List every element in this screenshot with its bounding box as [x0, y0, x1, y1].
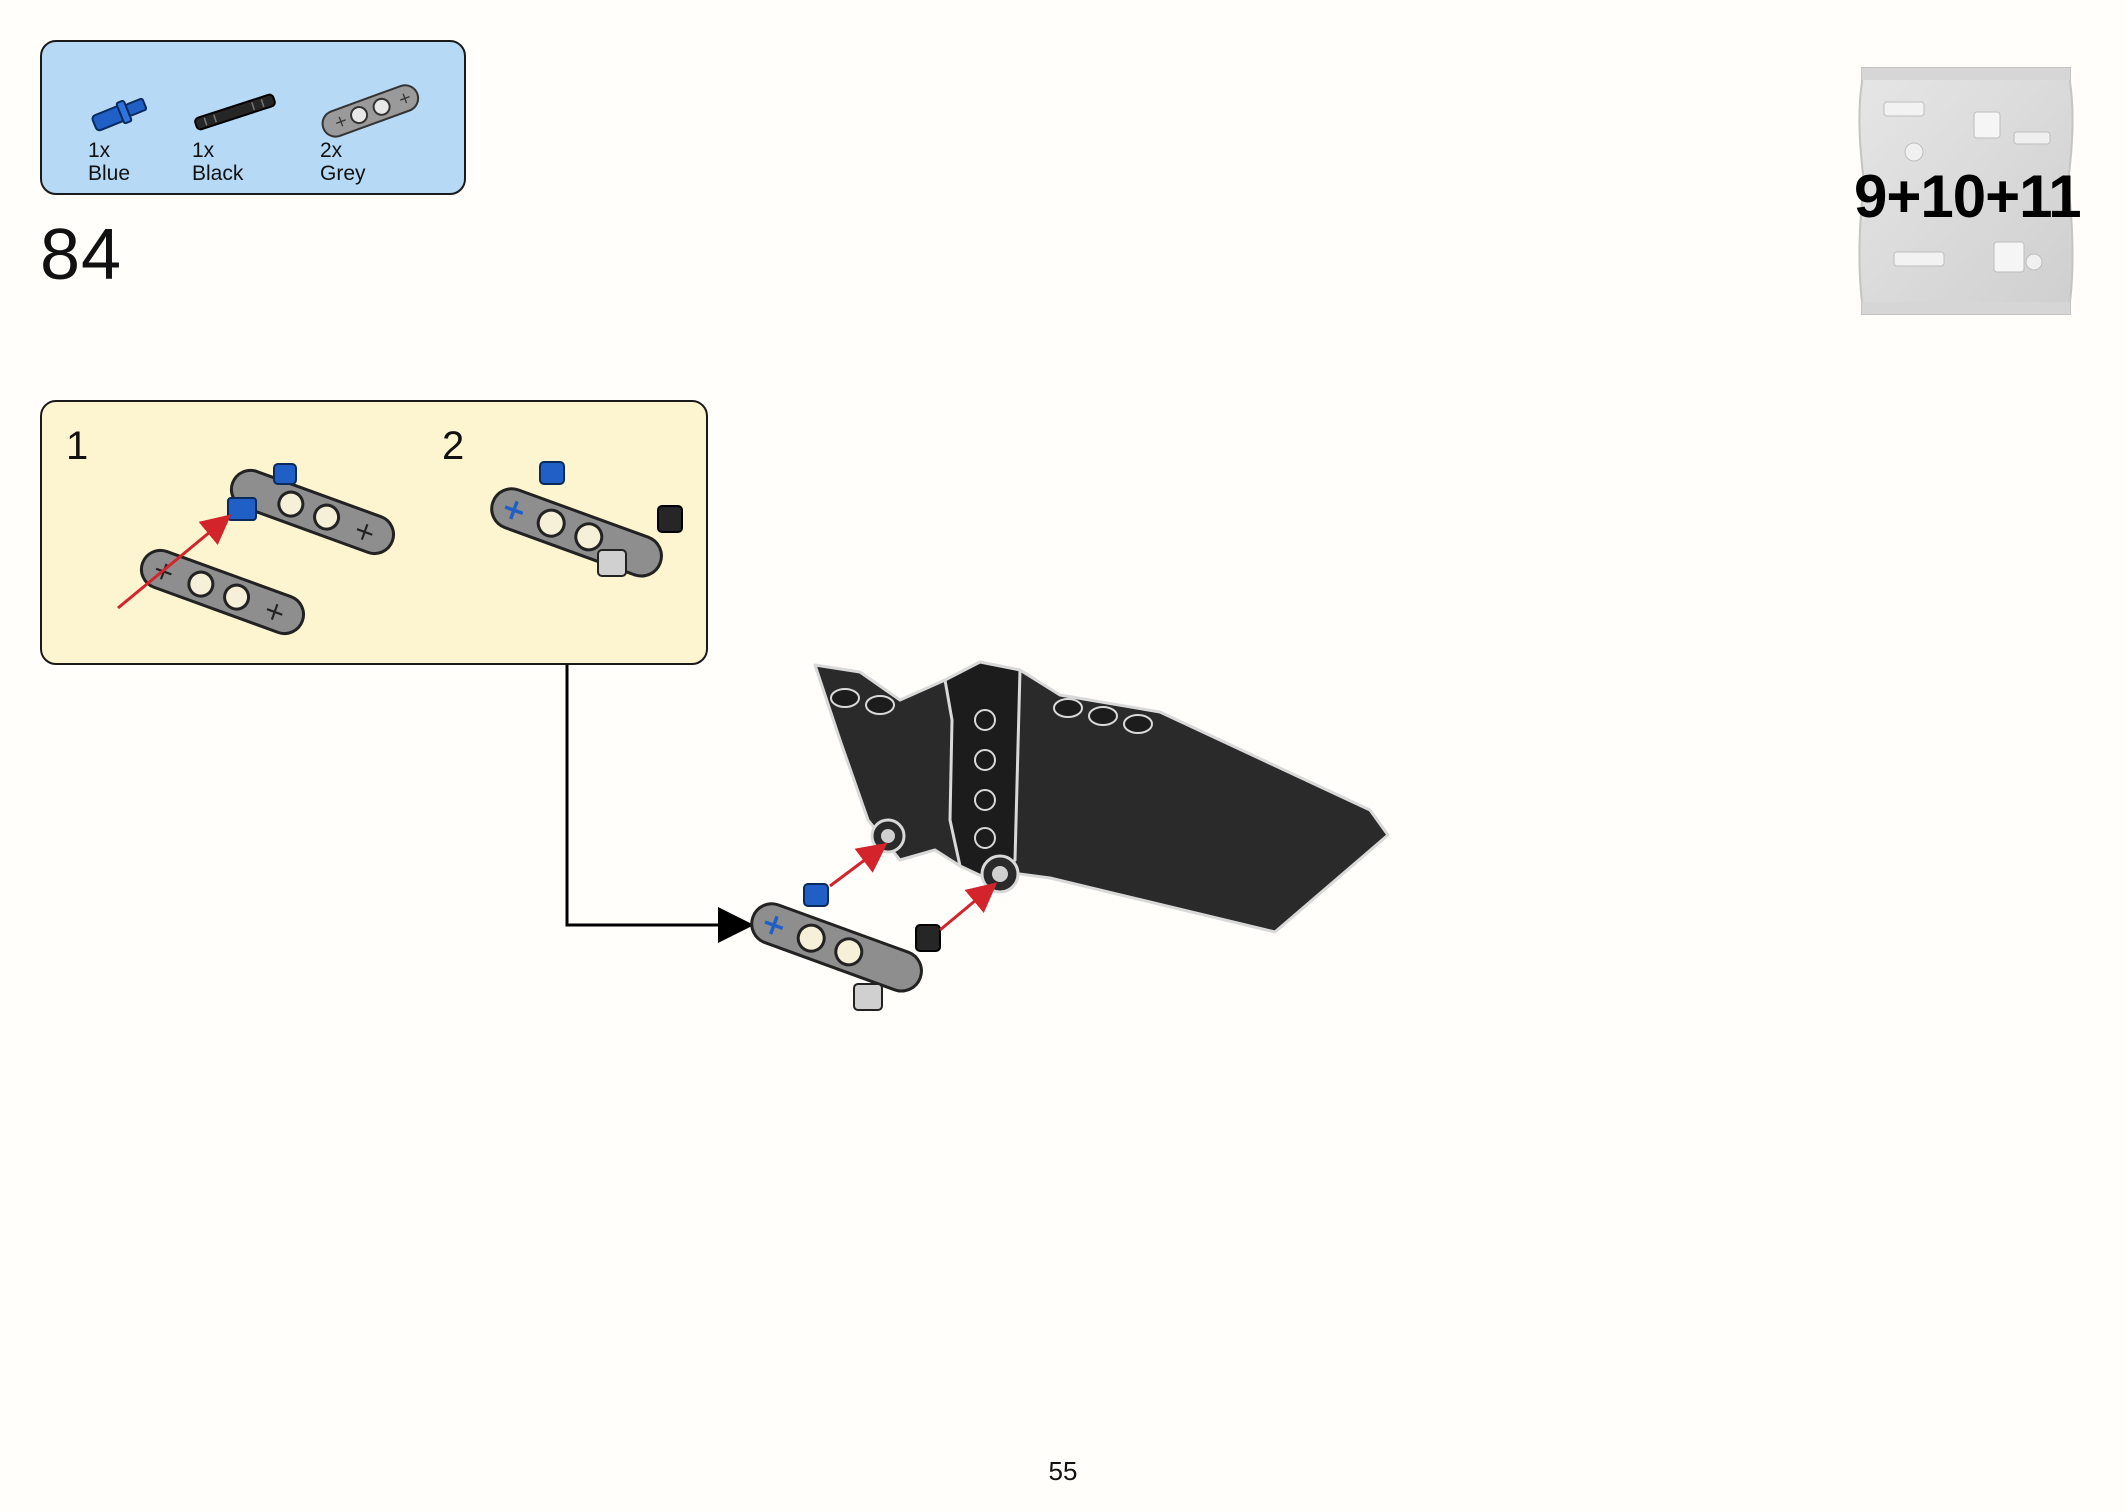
black-axle-icon [194, 93, 276, 131]
svg-text:+: + [331, 110, 350, 132]
grey-beam-icon: + + [321, 84, 420, 138]
part-qty: 1x [192, 139, 215, 162]
part-qty: 2x [320, 139, 343, 162]
parts-bag-icon [1858, 67, 2074, 315]
blue-axle-pin-icon [91, 97, 148, 132]
grey-beam-icon: + [490, 487, 663, 578]
subassembly-illustration: + [750, 842, 998, 1011]
blue-pin-top-icon [803, 883, 829, 907]
insert-arrow [829, 842, 888, 888]
axle-end-icon [853, 983, 883, 1011]
part-grey-label: 2x Grey [320, 139, 366, 185]
part-grey-beam: + + [314, 78, 426, 142]
bag-number-label: 9+10+11 [1854, 163, 2082, 230]
part-blue-pin [84, 88, 154, 138]
part-color: Grey [320, 162, 366, 185]
part-black-label: 1x Black [192, 139, 243, 185]
grey-beam-icon: + [229, 468, 395, 556]
axle-end-icon [597, 549, 627, 577]
part-color: Black [192, 162, 244, 185]
black-axle-icon [657, 505, 683, 533]
part-qty: 1x [88, 139, 111, 162]
substep-2-illustration: + [490, 461, 683, 578]
part-color: Blue [88, 162, 131, 185]
blue-pin-top-icon [539, 461, 565, 485]
svg-text:+: + [395, 87, 414, 109]
substep-1-illustration: + + + [117, 463, 395, 636]
page-number: 55 [1048, 1456, 1078, 1486]
grey-beam-icon: + + [139, 548, 305, 636]
insert-arrow [939, 882, 998, 932]
insert-arrow [117, 514, 232, 610]
blue-pin-top-icon [273, 463, 297, 485]
black-axle-icon [915, 924, 941, 952]
main-model-illustration [813, 660, 1390, 934]
parts-list-callout: 1x Blue 1x Black + + 2 [40, 40, 466, 195]
blue-axle-pin-icon [227, 497, 257, 521]
callout-connector-arrow [565, 665, 754, 943]
part-black-axle [190, 90, 280, 134]
part-blue-label: 1x Blue [88, 139, 130, 185]
step-number: 84 [40, 215, 123, 295]
substep-number-2: 2 [442, 424, 465, 468]
substep-number-1: 1 [66, 424, 89, 468]
grey-beam-icon: + [750, 902, 923, 993]
